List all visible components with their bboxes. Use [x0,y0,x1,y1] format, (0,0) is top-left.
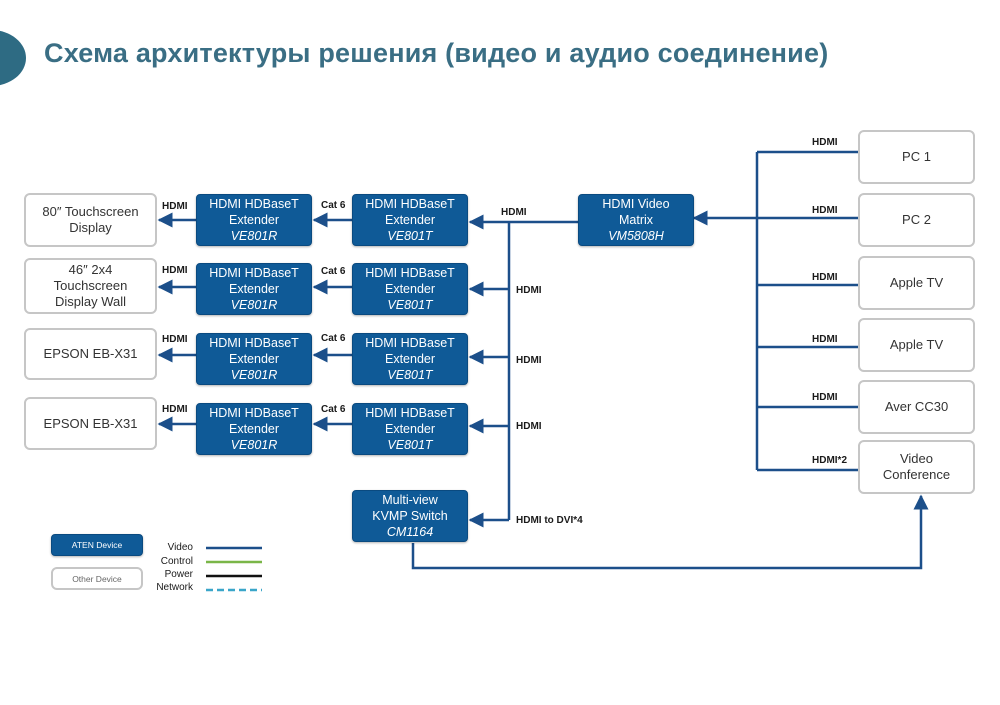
tx-line1: HDMI HDBaseT [365,336,455,350]
extender-rx-1[interactable]: HDMI HDBaseT Extender VE801R [196,194,312,246]
legend-control-label: Control [160,556,193,567]
label-hdmi-appletv1: HDMI [812,272,838,283]
display-4[interactable]: EPSON EB-X31 [24,397,157,450]
extender-tx-1[interactable]: HDMI HDBaseT Extender VE801T [352,194,468,246]
source-line1: Video [899,451,933,466]
kvmp-line2: KVMP Switch [372,509,448,523]
source-pc-1[interactable]: PC 1 [858,130,975,184]
tx-model: VE801T [387,368,433,382]
tx-model: VE801T [387,298,433,312]
source-apple-tv-2[interactable]: Apple TV [858,318,975,372]
matrix-line2: Matrix [618,213,654,227]
source-line1: Apple TV [889,275,944,290]
extender-tx-4[interactable]: HDMI HDBaseT Extender VE801T [352,403,468,455]
display-2[interactable]: 46″ 2x4 Touchscreen Display Wall [24,258,157,314]
display-line1: 80″ Touchscreen [42,204,139,219]
kvmp-line1: Multi-view [382,493,438,507]
rx-model: VE801R [230,229,278,243]
tx-line1: HDMI HDBaseT [365,266,455,280]
kvmp-model: CM1164 [386,525,434,539]
rx-line1: HDMI HDBaseT [209,336,299,350]
tx-line1: HDMI HDBaseT [365,197,455,211]
rx-line1: HDMI HDBaseT [209,406,299,420]
kvmp-switch-box[interactable]: Multi-view KVMP Switch CM1164 [352,490,468,542]
matrix-model: VM5808H [608,229,664,243]
extender-rx-2[interactable]: HDMI HDBaseT Extender VE801R [196,263,312,315]
source-pc-2[interactable]: PC 2 [858,193,975,247]
tx-line2: Extender [384,282,436,296]
label-hdmi-aver: HDMI [812,392,838,403]
display-1[interactable]: 80″ Touchscreen Display [24,193,157,247]
label-cat6-3: Cat 6 [321,333,346,344]
extender-tx-2[interactable]: HDMI HDBaseT Extender VE801T [352,263,468,315]
rx-model: VE801R [230,438,278,452]
display-line1: EPSON EB-X31 [43,415,138,431]
display-line3: Display Wall [54,294,127,309]
label-hdmi-to-dvi: HDMI to DVI*4 [516,515,583,526]
label-hdmi-tx2: HDMI [516,285,542,296]
source-apple-tv-1[interactable]: Apple TV [858,256,975,310]
display-line1: EPSON EB-X31 [43,346,138,361]
rx-line1: HDMI HDBaseT [209,266,299,280]
label-cat6-2: Cat 6 [321,266,346,277]
tx-model: VE801T [387,438,433,452]
extender-rx-3[interactable]: HDMI HDBaseT Extender VE801R [196,333,312,385]
label-cat6-4: Cat 6 [321,404,346,415]
label-hdmi-disp4: HDMI [162,404,188,415]
label-hdmi-x2: HDMI*2 [812,455,848,466]
rx-line2: Extender [228,213,280,227]
display-3[interactable]: EPSON EB-X31 [24,328,157,380]
tx-model: VE801T [387,229,433,243]
label-hdmi-matrix: HDMI [501,207,527,218]
display-line2: Touchscreen [53,278,128,293]
label-hdmi-disp2: HDMI [162,265,188,276]
label-hdmi-disp3: HDMI [162,334,188,345]
source-video-conference[interactable]: Video Conference [858,440,975,494]
label-hdmi-appletv2: HDMI [812,334,838,345]
label-hdmi-pc1: HDMI [812,137,838,148]
tx-line2: Extender [384,422,436,436]
tx-line2: Extender [384,352,436,366]
label-hdmi-pc2: HDMI [812,205,838,216]
display-line2: Display [69,220,112,235]
tx-line1: HDMI HDBaseT [365,406,455,420]
label-hdmi-tx4: HDMI [516,421,542,432]
extender-tx-3[interactable]: HDMI HDBaseT Extender VE801T [352,333,468,385]
legend-other-device: Other Device [51,567,143,590]
tx-line2: Extender [384,213,436,227]
source-line1: PC 1 [902,149,931,164]
video-matrix-box[interactable]: HDMI Video Matrix VM5808H [578,194,694,246]
source-line2: Conference [882,467,951,482]
extender-rx-4[interactable]: HDMI HDBaseT Extender VE801R [196,403,312,455]
rx-model: VE801R [230,368,278,382]
legend-aten-device: ATEN Device [51,534,143,556]
legend-power-label: Power [164,569,193,580]
rx-model: VE801R [230,298,278,312]
source-line1: Apple TV [889,337,944,352]
matrix-line1: HDMI Video [602,197,670,211]
page-title: Схема архитектуры решения (видео и аудио… [44,38,829,68]
rx-line2: Extender [228,422,280,436]
source-line1: Aver CC30 [884,399,949,414]
legend-video-label: Video [167,542,193,553]
kvmp-to-videoconf-link [411,494,929,570]
rx-line2: Extender [228,352,280,366]
label-hdmi-tx3: HDMI [516,355,542,366]
label-hdmi-disp1: HDMI [162,201,188,212]
display-line1: 46″ 2x4 [68,262,113,277]
source-line1: PC 2 [902,212,931,227]
rx-line1: HDMI HDBaseT [209,197,299,211]
label-cat6-1: Cat 6 [321,200,346,211]
legend-network-label: Network [156,582,193,593]
source-aver-cc30[interactable]: Aver CC30 [858,380,975,434]
rx-line2: Extender [228,282,280,296]
